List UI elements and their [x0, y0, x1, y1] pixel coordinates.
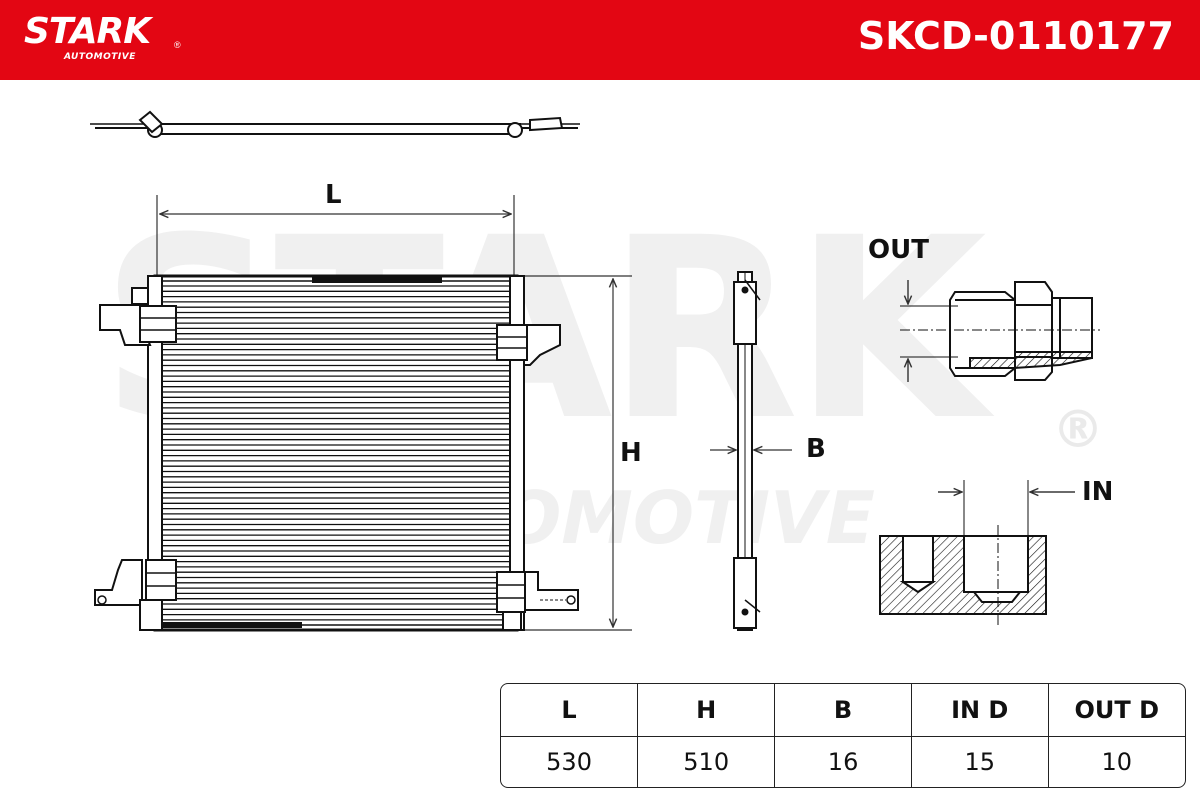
- value-out-d: 10: [1101, 748, 1133, 776]
- header-h: H: [638, 684, 776, 737]
- condenser-front-view: [94, 274, 579, 632]
- value-l: 530: [501, 737, 639, 787]
- header-b: B: [775, 684, 912, 737]
- condenser-drawing: [90, 110, 1100, 632]
- value-h: 510: [638, 737, 776, 787]
- dimension-h: [520, 275, 632, 631]
- label-b: B: [806, 434, 826, 464]
- label-out: OUT: [868, 235, 929, 265]
- part-number: SKCD-0110177: [857, 14, 1174, 58]
- value-b: 16: [775, 737, 912, 787]
- label-l: L: [325, 180, 342, 210]
- label-in: IN: [1082, 477, 1114, 507]
- top-view: [90, 110, 580, 138]
- header-bar: STARK ® AUTOMOTIVE SKCD-0110177: [0, 0, 1200, 80]
- dimensions-header-row: L H B IN D OUT D: [501, 684, 1185, 737]
- header-out-d: OUT D: [1048, 684, 1185, 737]
- value-in-d: 15: [912, 737, 1049, 787]
- stark-logo: STARK ® AUTOMOTIVE: [24, 11, 181, 63]
- dimensions-value-row: 530 510 16 15 10: [501, 737, 1185, 787]
- header-in-d: IN D: [911, 684, 1049, 737]
- header-l: L: [501, 684, 639, 737]
- logo-subtitle: AUTOMOTIVE: [64, 52, 136, 62]
- label-h: H: [620, 438, 642, 468]
- dimension-l: [156, 195, 515, 275]
- logo-wordmark: STARK: [24, 11, 151, 52]
- condenser-side-view: [733, 271, 761, 631]
- out-fitting: [900, 280, 1100, 382]
- dimensions-table: L H B IN D OUT D 530 510 16 15 10: [500, 683, 1186, 788]
- logo-registered-mark: ®: [174, 40, 181, 50]
- in-fitting: [879, 480, 1075, 625]
